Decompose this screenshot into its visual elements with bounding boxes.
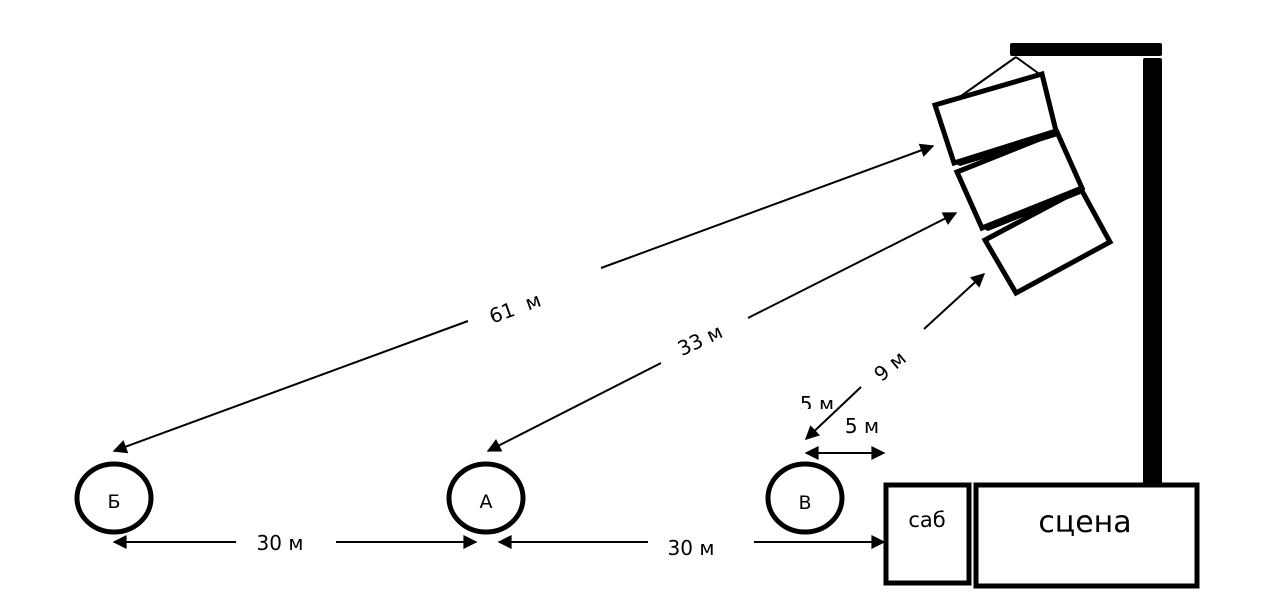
distance-label-30m-1: 30 м [257,531,304,555]
listener-position-v [765,461,845,535]
rigging-wire [1015,56,1039,74]
listener-label-b-cyr: Б [107,491,120,513]
listener-label-a: А [480,491,493,513]
listener-position-a [446,461,526,535]
distance-line-61m-upper [600,143,935,269]
subwoofer-label: саб [908,508,945,532]
listener-position-b-cyr [74,461,154,535]
distance-line-9m-lower [804,386,862,440]
truss-post [1143,58,1162,484]
distance-line-61m-lower [112,320,469,454]
speaker-joint [982,187,1083,231]
distance-line-33m-upper [747,212,958,319]
distance-label-9m: 9 м [869,346,911,386]
distance-line-9m-upper [923,273,986,330]
stage-label: сцена [1038,505,1131,540]
rigging-wire [960,56,1017,97]
stage-box [973,482,1200,589]
subwoofer-box [883,482,972,586]
truss-beam [1010,43,1162,56]
distance-label-33m: 33 м [674,319,727,361]
speaker-joint [954,131,1058,166]
listener-label-v: В [798,492,811,514]
distance-label-30m-2: 30 м [668,536,715,560]
distance-label-5m-vertical: 5 м [800,392,834,416]
distance-label-61m: 61 м [486,288,544,329]
distance-label-5m-horizontal: 5 м [845,414,879,438]
distance-line-33m-lower [486,362,662,452]
